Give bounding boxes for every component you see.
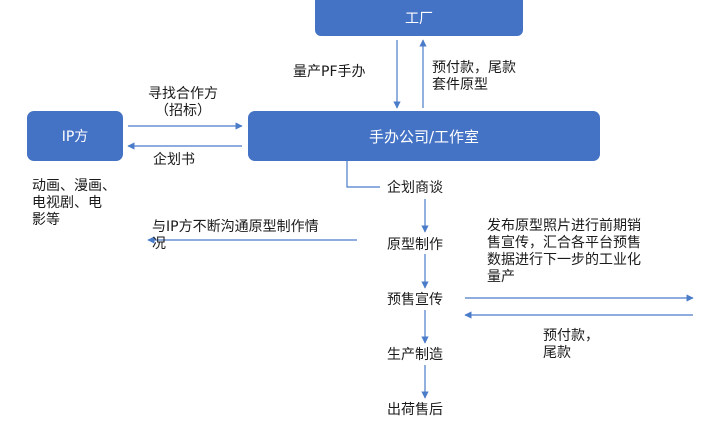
studio-to-process-line <box>346 161 380 188</box>
process-step-4: 生产制造 <box>387 347 443 363</box>
ip-label: IP方 <box>61 129 89 145</box>
studio-label: 手办公司/工作室 <box>368 127 480 146</box>
process-step-5: 出荷售后 <box>387 402 443 418</box>
process-step-3: 预售宣传 <box>387 292 443 308</box>
label-market-out: 发布原型照片进行前期销 售宣传，汇合各平台预售 数据进行下一步的工业化 量产 <box>487 218 641 285</box>
studio-node: 手办公司/工作室 <box>248 111 600 161</box>
factory-label: 工厂 <box>405 11 433 27</box>
process-step-1: 企划商谈 <box>387 180 443 196</box>
process-step-2: 原型制作 <box>387 237 443 253</box>
label-factory-to-studio: 预付款，尾款 套件原型 <box>432 60 516 93</box>
label-ip-works: 动画、漫画、 电视剧、电 影等 <box>32 178 116 228</box>
ip-node: IP方 <box>27 111 123 161</box>
label-studio-to-ip: 寻找合作方 （招标） <box>148 86 218 119</box>
label-communicate-ip: 与IP方不断沟通原型制作情 况 <box>152 219 319 252</box>
factory-node: 工厂 <box>315 0 523 36</box>
label-market-in: 预付款， 尾款 <box>543 328 599 361</box>
label-ip-to-studio: 企划书 <box>153 152 195 168</box>
label-studio-to-factory: 量产PF手办 <box>293 64 366 80</box>
